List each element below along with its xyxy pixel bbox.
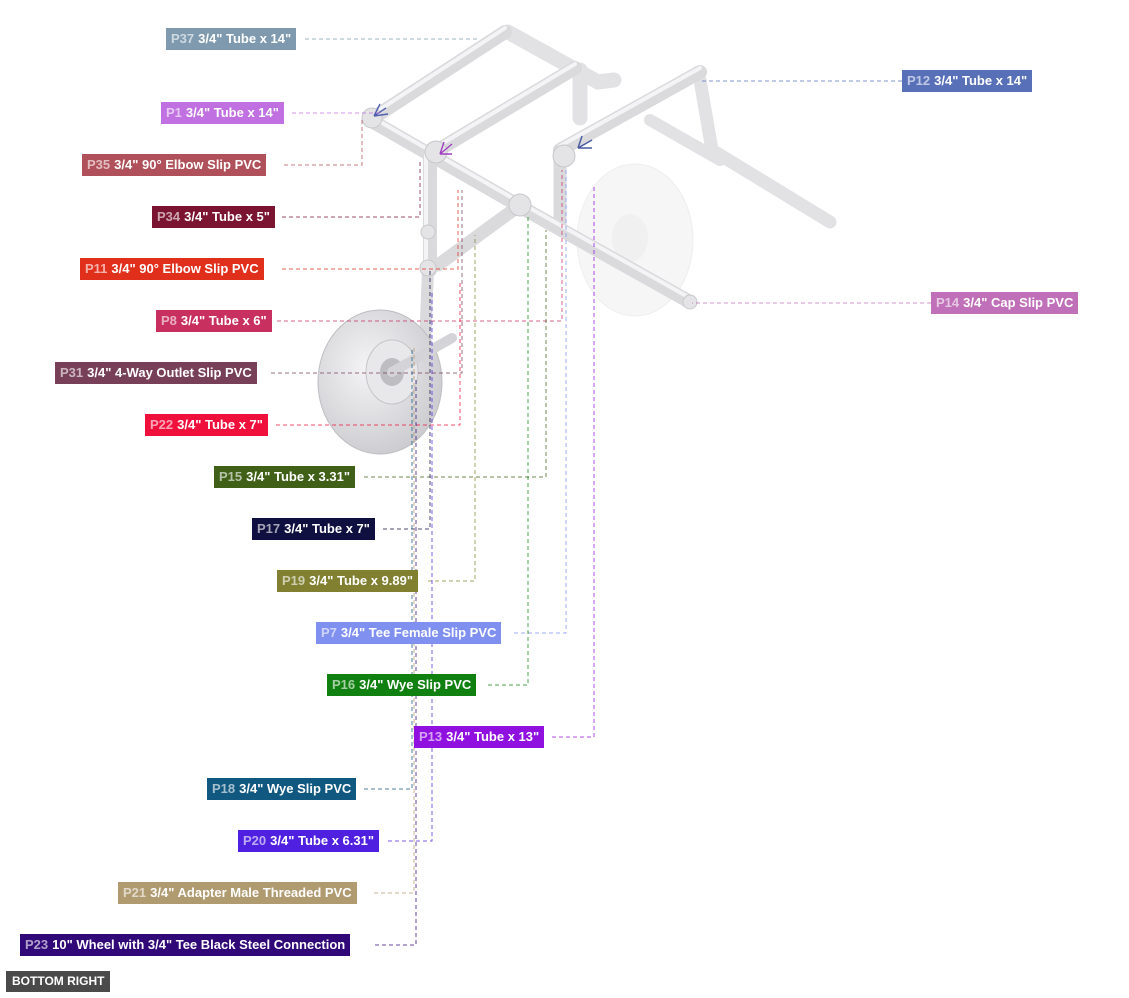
part-id: P22: [150, 417, 174, 432]
part-id: P31: [60, 365, 84, 380]
leader-line-p20: [388, 290, 433, 842]
part-id: P8: [161, 313, 177, 328]
rear-wheel-ghost: [576, 163, 694, 317]
part-id: P11: [85, 261, 108, 276]
leader-line-p22: [276, 280, 461, 426]
part-id: P14: [936, 295, 960, 310]
part-description: 3/4" Wye Slip PVC: [239, 781, 352, 796]
part-id: P15: [219, 469, 243, 484]
leader-line-p35: [284, 118, 363, 166]
part-id: P18: [212, 781, 236, 796]
part-description: 3/4" Tube x 7": [284, 521, 370, 536]
part-description: 3/4" Tee Female Slip PVC: [340, 625, 497, 640]
leader-line-p34: [282, 160, 421, 218]
part-description: 3/4" Tube x 9.89": [309, 573, 413, 588]
part-description: 3/4" Tube x 14": [934, 73, 1028, 88]
leader-line-p23: [375, 380, 417, 946]
part-id: P35: [87, 157, 111, 172]
part-description: 3/4" Tube x 14": [185, 105, 279, 120]
part-description: 3/4" Adapter Male Threaded PVC: [150, 885, 352, 900]
frame-pipe-highlights: [368, 26, 702, 300]
part-id: P16: [332, 677, 356, 692]
part-description: 3/4" Tube x 3.31": [246, 469, 350, 484]
part-description: 3/4" 90° Elbow Slip PVC: [114, 157, 262, 172]
rear-frame-ghost: [500, 24, 837, 229]
part-id: P21: [123, 885, 147, 900]
part-description: 3/4" 90° Elbow Slip PVC: [111, 261, 259, 276]
leader-line-p31: [271, 190, 463, 374]
part-id: P17: [257, 521, 281, 536]
part-id: P34: [157, 209, 181, 224]
part-description: 3/4" 4-Way Outlet Slip PVC: [87, 365, 252, 380]
leader-line-p13: [552, 185, 595, 738]
part-id: P7: [321, 625, 337, 640]
part-description: 3/4" Tube x 14": [198, 31, 292, 46]
leader-line-p18: [364, 350, 413, 790]
leader-line-p16: [488, 215, 529, 686]
part-description: 3/4" Tube x 6.31": [270, 833, 374, 848]
leader-line-p17: [383, 270, 431, 530]
part-id: P20: [243, 833, 267, 848]
part-id: P37: [171, 31, 195, 46]
front-wheel: [317, 309, 457, 455]
leader-lines: [271, 38, 931, 946]
part-id: P1: [166, 105, 182, 120]
leader-line-p11: [282, 190, 459, 270]
part-description: 3/4" Tube x 13": [446, 729, 540, 744]
leader-line-p7: [514, 168, 567, 634]
fittings: [361, 107, 698, 310]
part-description: 3/4" Tube x 6": [180, 313, 267, 328]
view-label-badge: BOTTOM RIGHT: [6, 971, 111, 992]
part-id: P13: [419, 729, 443, 744]
leader-line-p15: [364, 230, 547, 478]
leader-line-p19: [428, 235, 476, 582]
part-description: 3/4" Cap Slip PVC: [963, 295, 1074, 310]
part-description: 3/4" Tube x 7": [177, 417, 263, 432]
assembly-arrows: [373, 103, 593, 155]
part-id: P12: [907, 73, 931, 88]
part-description: 3/4" Tube x 5": [184, 209, 270, 224]
part-id: P23: [25, 937, 49, 952]
part-description: 10" Wheel with 3/4" Tee Black Steel Conn…: [52, 937, 346, 952]
part-description: 3/4" Wye Slip PVC: [359, 677, 472, 692]
leader-line-p8: [277, 170, 563, 322]
part-id: P19: [282, 573, 306, 588]
